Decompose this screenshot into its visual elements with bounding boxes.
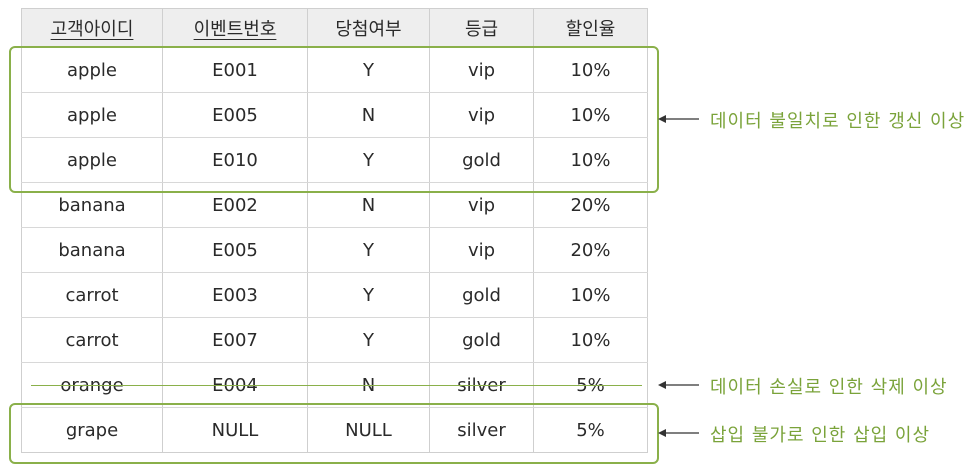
- header-event-number: 이벤트번호: [162, 8, 308, 48]
- cell-customer-id: apple: [21, 92, 163, 138]
- cell-grade: vip: [429, 92, 534, 138]
- cell-win-status: Y: [307, 272, 430, 318]
- header-grade-label: 등급: [464, 19, 499, 40]
- cell-event-number: NULL: [162, 407, 308, 453]
- insert-anomaly-box: [9, 403, 659, 464]
- cell-discount-rate: 10%: [533, 47, 648, 93]
- cell-win-status: Y: [307, 137, 430, 183]
- header-grade: 등급: [429, 8, 534, 48]
- cell-customer-id: apple: [21, 47, 163, 93]
- cell-win-status: NULL: [307, 407, 430, 453]
- cell-discount-rate: 20%: [533, 227, 648, 273]
- delete-anomaly-label: 데이터 손실로 인한 삭제 이상: [710, 377, 948, 398]
- cell-grade: gold: [429, 317, 534, 363]
- delete-arrow-icon: [658, 381, 699, 389]
- cell-customer-id: carrot: [21, 317, 163, 363]
- cell-customer-id: banana: [21, 182, 163, 228]
- insert-anomaly-label: 삽입 불가로 인한 삽입 이상: [710, 425, 931, 446]
- cell-event-number: E002: [162, 182, 308, 228]
- table-header-row: 고객아이디 이벤트번호 당첨여부 등급 할인율: [21, 8, 648, 48]
- cell-customer-id: banana: [21, 227, 163, 273]
- cell-discount-rate: 10%: [533, 272, 648, 318]
- cell-event-number: E007: [162, 317, 308, 363]
- delete-anomaly-strike-line: [31, 385, 642, 386]
- cell-grade: vip: [429, 182, 534, 228]
- header-customer-id-label: 고객아이디: [50, 19, 134, 40]
- update-anomaly-box: [9, 46, 659, 193]
- cell-grade: silver: [429, 407, 534, 453]
- cell-win-status: Y: [307, 47, 430, 93]
- cell-event-number: E001: [162, 47, 308, 93]
- header-discount-rate-label: 할인율: [565, 19, 616, 40]
- cell-event-number: E010: [162, 137, 308, 183]
- cell-event-number: E005: [162, 92, 308, 138]
- cell-win-status: Y: [307, 227, 430, 273]
- cell-grade: vip: [429, 227, 534, 273]
- cell-event-number: E005: [162, 227, 308, 273]
- cell-customer-id: grape: [21, 407, 163, 453]
- cell-discount-rate: 20%: [533, 182, 648, 228]
- header-customer-id: 고객아이디: [21, 8, 163, 48]
- cell-customer-id: carrot: [21, 272, 163, 318]
- cell-grade: gold: [429, 137, 534, 183]
- cell-grade: gold: [429, 272, 534, 318]
- cell-customer-id: apple: [21, 137, 163, 183]
- cell-event-number: E003: [162, 272, 308, 318]
- header-discount-rate: 할인율: [533, 8, 648, 48]
- update-anomaly-label: 데이터 불일치로 인한 갱신 이상: [710, 111, 966, 132]
- header-win-status-label: 당첨여부: [335, 19, 402, 40]
- cell-win-status: N: [307, 182, 430, 228]
- cell-discount-rate: 10%: [533, 317, 648, 363]
- cell-win-status: Y: [307, 317, 430, 363]
- header-event-number-label: 이벤트번호: [193, 19, 277, 40]
- cell-grade: vip: [429, 47, 534, 93]
- cell-discount-rate: 10%: [533, 137, 648, 183]
- cell-discount-rate: 5%: [533, 407, 648, 453]
- insert-arrow-icon: [658, 429, 699, 437]
- header-win-status: 당첨여부: [307, 8, 430, 48]
- update-arrow-icon: [658, 115, 699, 123]
- cell-discount-rate: 10%: [533, 92, 648, 138]
